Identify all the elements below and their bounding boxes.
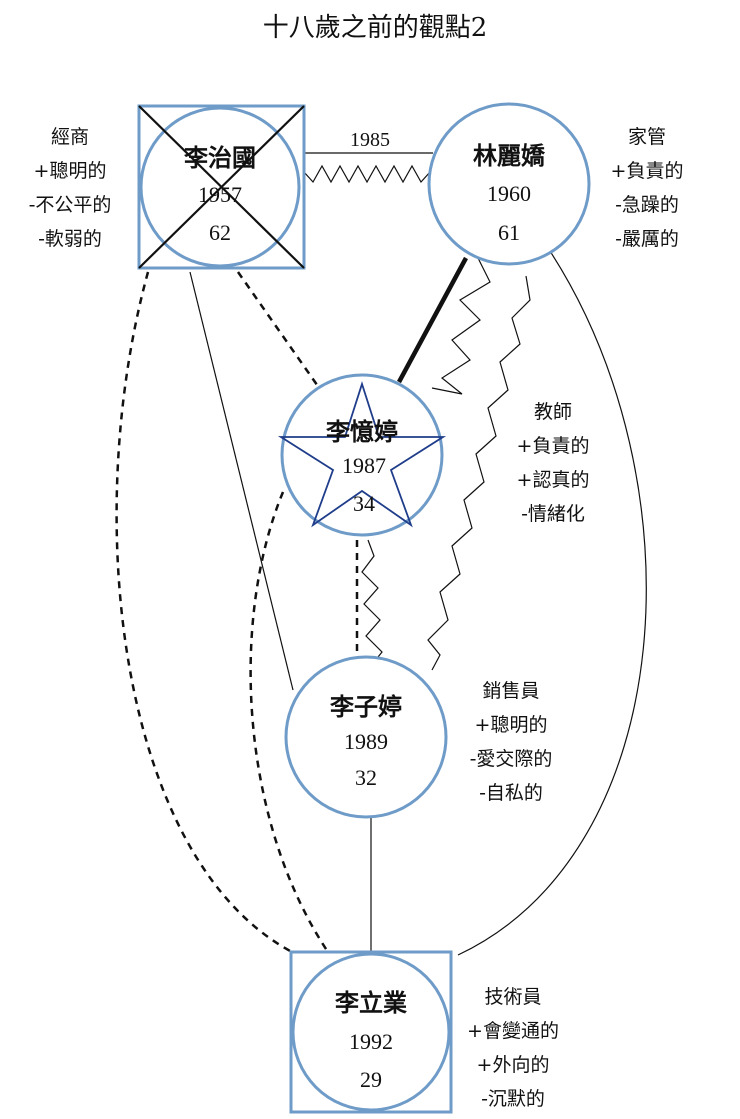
conflict-line-client-sister xyxy=(361,539,383,663)
member-circle xyxy=(291,952,451,1112)
trait-label: -自私的 xyxy=(479,782,543,804)
trait-label: -情緒化 xyxy=(521,503,585,525)
brother-traits: 技術員 +會變通的 +外向的 -沉默的 xyxy=(467,986,559,1110)
conflict-line-mother-sister xyxy=(427,275,531,671)
mother-name: 林麗嬌 xyxy=(473,142,546,170)
brother-node[interactable]: 李立業 1992 29 xyxy=(289,950,453,1114)
distant-line-father-brother xyxy=(115,271,293,954)
conflict-line-parents xyxy=(303,164,431,184)
male-square xyxy=(289,950,453,1114)
trait-label: 教師 xyxy=(534,401,572,423)
trait-label: +外向的 xyxy=(477,1054,550,1076)
page-title: 十八歲之前的觀點2 xyxy=(263,13,488,43)
female-circle xyxy=(427,102,591,266)
identified-patient-star xyxy=(277,381,447,528)
trait-label: -急躁的 xyxy=(615,194,679,216)
brother-name: 李立業 xyxy=(335,989,407,1017)
sister-traits: 銷售員 +聰明的 -愛交際的 -自私的 xyxy=(470,680,553,804)
father-birth-year: 1957 xyxy=(198,182,242,207)
conflict-line-mother-client xyxy=(431,257,491,395)
trait-label: 經商 xyxy=(51,126,89,148)
father-node[interactable]: 李治國 1957 62 xyxy=(137,104,306,270)
trait-label: -軟弱的 xyxy=(38,228,102,250)
line-father-sister xyxy=(189,271,294,691)
female-circle xyxy=(280,373,444,537)
brother-age: 29 xyxy=(360,1067,382,1092)
distant-line-father-client xyxy=(236,271,324,393)
client-name: 李憶婷 xyxy=(326,418,398,446)
close-line-mother-client xyxy=(397,256,468,384)
trait-label: +聰明的 xyxy=(475,714,548,736)
mother-node[interactable]: 林麗嬌 1960 61 xyxy=(427,102,591,266)
trait-label: +認真的 xyxy=(517,469,590,491)
trait-label: 家管 xyxy=(628,126,666,148)
client-node[interactable]: 李憶婷 1987 34 xyxy=(277,373,447,537)
trait-label: +聰明的 xyxy=(34,160,107,182)
sister-name: 李子婷 xyxy=(330,693,402,721)
mother-traits: 家管 +負責的 -急躁的 -嚴厲的 xyxy=(611,126,684,250)
male-square xyxy=(137,104,306,270)
mother-age: 61 xyxy=(498,220,520,245)
client-birth-year: 1987 xyxy=(342,453,386,478)
father-name: 李治國 xyxy=(184,144,256,172)
father-age: 62 xyxy=(209,220,231,245)
sister-node[interactable]: 李子婷 1989 32 xyxy=(284,655,448,819)
father-traits: 經商 +聰明的 -不公平的 -軟弱的 xyxy=(29,126,112,250)
line-mother-brother xyxy=(457,247,647,956)
trait-label: +負責的 xyxy=(611,160,684,182)
trait-label: +會變通的 xyxy=(467,1020,559,1042)
female-circle xyxy=(284,655,448,819)
deceased-cross-line-2 xyxy=(138,105,305,269)
sister-age: 32 xyxy=(355,765,377,790)
marriage-year: 1985 xyxy=(350,129,390,151)
mother-birth-year: 1960 xyxy=(487,181,531,206)
trait-label: -嚴厲的 xyxy=(615,228,679,250)
brother-birth-year: 1992 xyxy=(349,1029,393,1054)
trait-label: -愛交際的 xyxy=(470,748,553,770)
sister-birth-year: 1989 xyxy=(344,729,388,754)
trait-label: -沉默的 xyxy=(481,1088,545,1110)
client-traits: 教師 +負責的 +認真的 -情緒化 xyxy=(517,401,590,525)
trait-label: 技術員 xyxy=(484,986,541,1008)
client-age: 34 xyxy=(353,491,375,516)
trait-label: 銷售員 xyxy=(482,680,539,702)
trait-label: +負責的 xyxy=(517,435,590,457)
trait-label: -不公平的 xyxy=(29,194,112,216)
